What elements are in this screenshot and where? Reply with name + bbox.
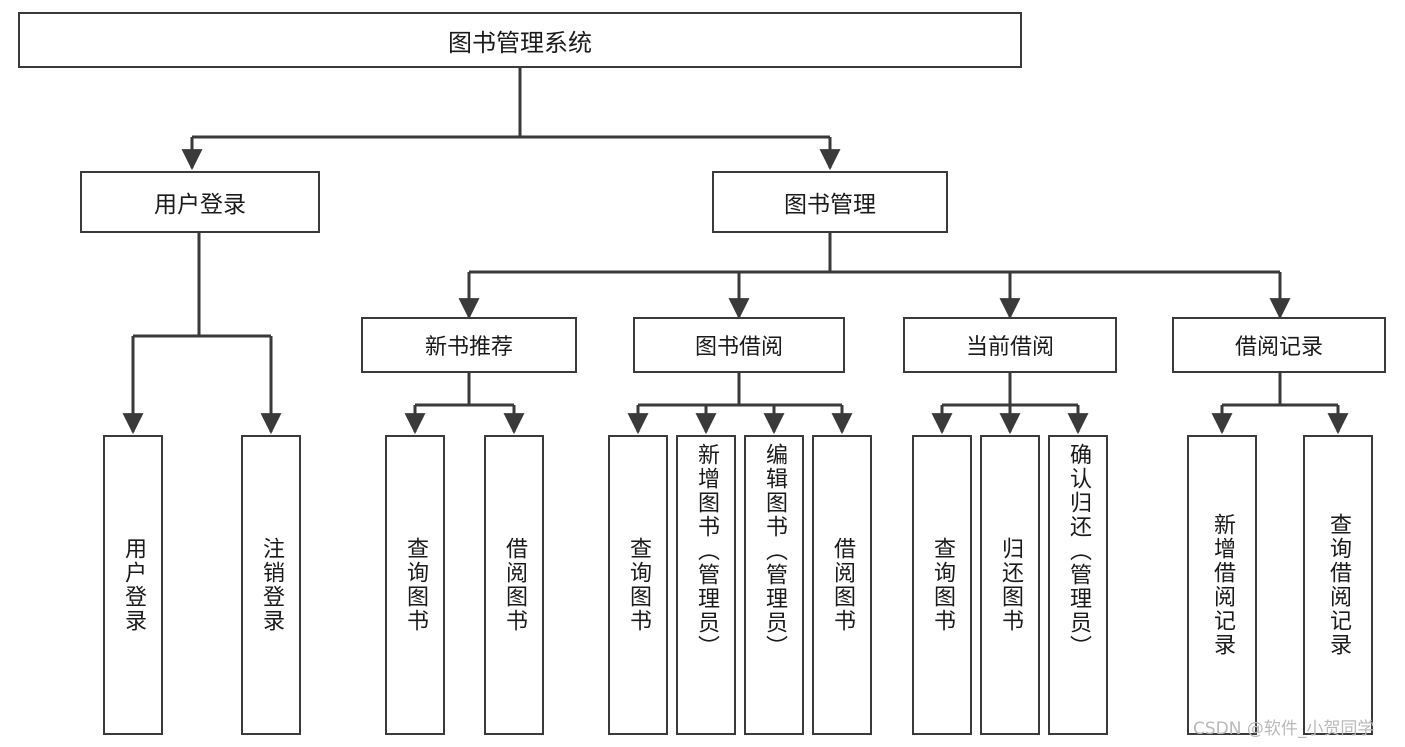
node-root[interactable]: 图书管理系统 (18, 12, 1022, 68)
leaf-cb-query-book[interactable]: 查询图书 (912, 435, 972, 735)
leaf-br-add-record-label: 新增借阅记录 (1209, 513, 1235, 657)
node-current-borrow-label: 当前借阅 (965, 335, 1054, 360)
node-current-borrow[interactable]: 当前借阅 (903, 317, 1117, 373)
node-book-manage[interactable]: 图书管理 (712, 171, 948, 233)
leaf-nb-query-book-label: 查询图书 (402, 537, 428, 633)
leaf-br-query-record[interactable]: 查询借阅记录 (1303, 435, 1373, 735)
node-user-login-label: 用户登录 (154, 192, 246, 218)
leaf-bb-borrow-book-label: 借阅图书 (829, 537, 855, 633)
leaf-user-login-label: 用户登录 (120, 537, 146, 633)
leaf-br-query-record-label: 查询借阅记录 (1325, 513, 1351, 657)
node-new-book-recommend[interactable]: 新书推荐 (361, 317, 577, 373)
node-new-book-recommend-label: 新书推荐 (424, 335, 513, 360)
leaf-cb-query-book-label: 查询图书 (929, 537, 955, 633)
leaf-bb-add-book[interactable]: 新增图书（管理员） (676, 435, 736, 735)
leaf-nb-borrow-book-label: 借阅图书 (501, 537, 527, 633)
leaf-bb-query-book-label: 查询图书 (625, 537, 651, 633)
leaf-cb-return-book-label: 归还图书 (997, 537, 1023, 633)
leaf-bb-edit-book[interactable]: 编辑图书（管理员） (744, 435, 804, 735)
leaf-bb-query-book[interactable]: 查询图书 (608, 435, 668, 735)
leaf-logout[interactable]: 注销登录 (241, 435, 301, 735)
node-book-borrow[interactable]: 图书借阅 (633, 317, 845, 373)
node-book-borrow-label: 图书借阅 (694, 335, 783, 360)
leaf-cb-confirm-return[interactable]: 确认归还（管理员） (1048, 435, 1108, 735)
node-borrow-record-label: 借阅记录 (1234, 335, 1323, 360)
leaf-cb-return-book[interactable]: 归还图书 (980, 435, 1040, 735)
leaf-user-login[interactable]: 用户登录 (103, 435, 163, 735)
node-user-login[interactable]: 用户登录 (80, 171, 320, 233)
node-root-label: 图书管理系统 (448, 28, 592, 57)
leaf-nb-query-book[interactable]: 查询图书 (385, 435, 445, 735)
leaf-cb-confirm-return-label: 确认归还（管理员） (1065, 443, 1091, 659)
leaf-br-add-record[interactable]: 新增借阅记录 (1187, 435, 1257, 735)
leaf-bb-add-book-label: 新增图书（管理员） (693, 443, 719, 659)
node-borrow-record[interactable]: 借阅记录 (1172, 317, 1386, 373)
leaf-nb-borrow-book[interactable]: 借阅图书 (484, 435, 544, 735)
leaf-bb-borrow-book[interactable]: 借阅图书 (812, 435, 872, 735)
leaf-logout-label: 注销登录 (258, 537, 284, 633)
node-book-manage-label: 图书管理 (784, 192, 876, 218)
leaf-bb-edit-book-label: 编辑图书（管理员） (761, 443, 787, 659)
